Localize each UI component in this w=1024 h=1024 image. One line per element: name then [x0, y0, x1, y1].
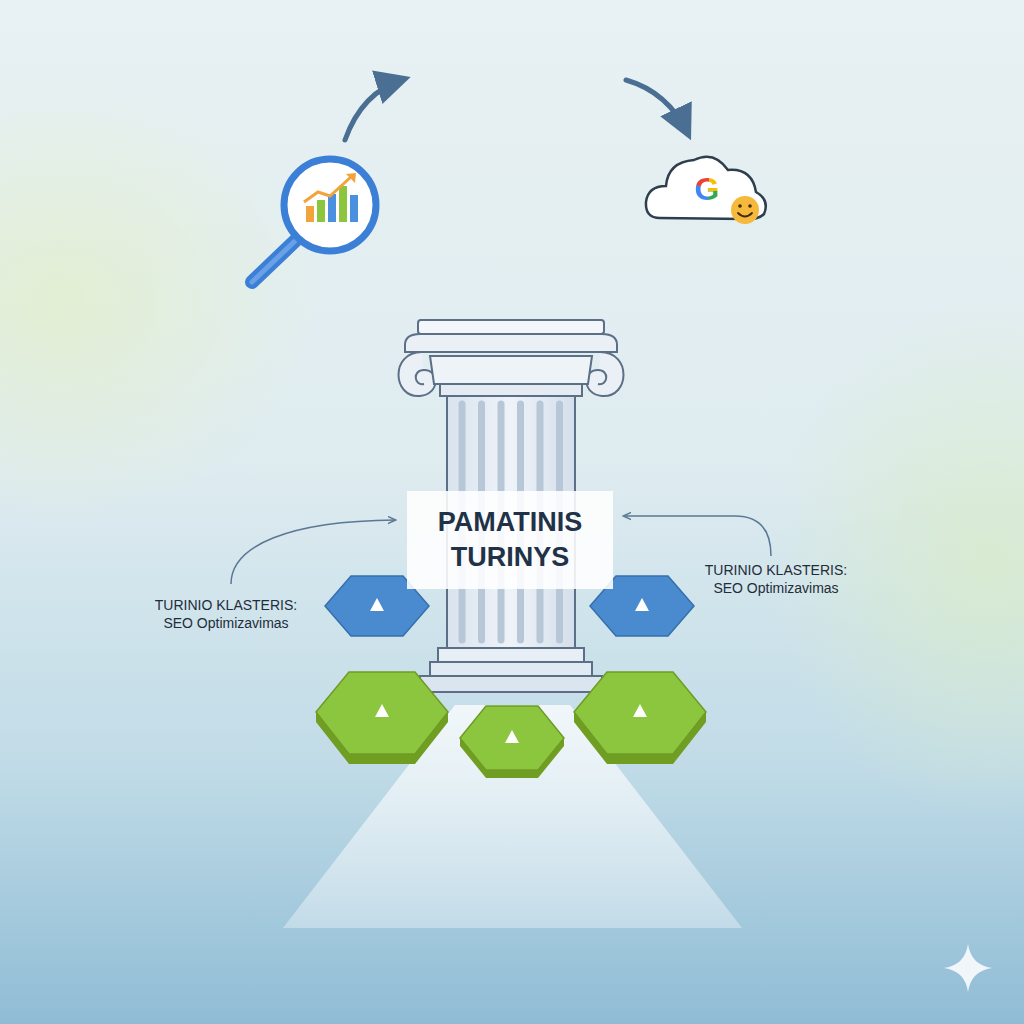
column [399, 320, 624, 692]
leader-line [624, 516, 771, 556]
magnifier-icon [252, 159, 376, 282]
cluster-label: TURINIO KLASTERIS: SEO Optimizavimas [701, 561, 851, 597]
sparkle-icon [944, 944, 992, 992]
smiley-icon [731, 196, 759, 224]
background-tint [0, 80, 320, 520]
label-box: PAMATINIS TURINYS [407, 491, 613, 589]
flow-arrow [626, 80, 688, 134]
flow-arrow [345, 79, 404, 140]
cluster-label: TURINIO KLASTERIS: SEO Optimizavimas [151, 596, 301, 632]
node-title: PAMATINIS TURINYS [419, 505, 601, 575]
cluster-hexagons [316, 576, 706, 778]
logo-letter: G [687, 173, 727, 205]
leader-line [231, 520, 395, 584]
background-tint [770, 300, 1024, 820]
